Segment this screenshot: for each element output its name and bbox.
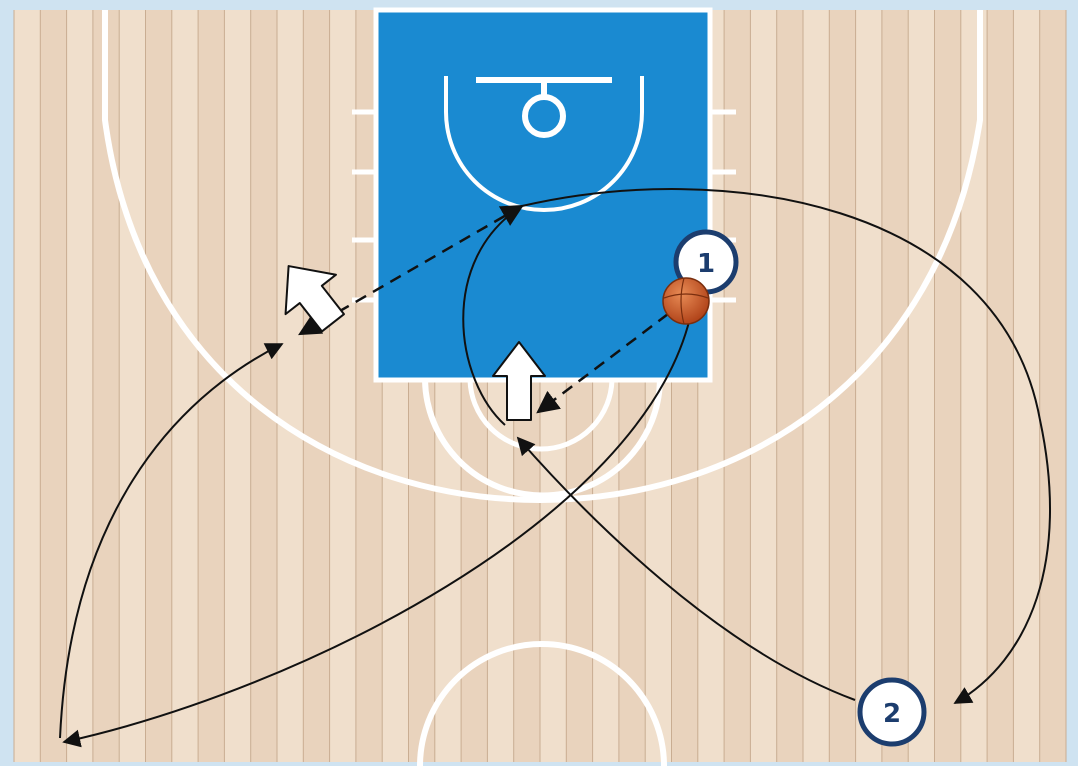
movement-paths bbox=[59, 188, 1051, 748]
floor-board bbox=[171, 10, 199, 762]
three-point-line bbox=[102, 10, 983, 504]
screen-arrow-icon bbox=[284, 265, 345, 333]
floor-board bbox=[1013, 10, 1040, 762]
floor-board bbox=[881, 10, 909, 762]
pass-paths bbox=[298, 204, 669, 414]
floor-board bbox=[960, 10, 988, 762]
pass-to-wing bbox=[298, 204, 524, 336]
floor-board bbox=[803, 10, 830, 762]
floor-board bbox=[934, 10, 961, 762]
floor-boards bbox=[13, 10, 1067, 762]
floor-board bbox=[750, 10, 777, 762]
paint-area bbox=[373, 7, 713, 383]
path-corner-to-wing bbox=[59, 343, 284, 739]
floor-board bbox=[908, 10, 935, 762]
floor-board bbox=[119, 10, 146, 762]
floor-board bbox=[855, 10, 882, 762]
path-2-to-block bbox=[516, 436, 856, 701]
floor-board bbox=[776, 10, 803, 762]
player-1-label: 1 bbox=[697, 249, 715, 279]
free-throw-circle bbox=[422, 377, 663, 499]
court-lines bbox=[102, 10, 983, 766]
restricted-arc bbox=[444, 76, 644, 212]
key-inner-arc bbox=[467, 377, 615, 452]
floor-board bbox=[329, 10, 356, 762]
rim bbox=[522, 94, 566, 138]
floor-board bbox=[198, 10, 225, 762]
floor-board bbox=[40, 10, 67, 762]
player-1: 1 bbox=[673, 229, 739, 295]
center-circle bbox=[417, 641, 667, 766]
floor-board bbox=[145, 10, 172, 762]
floor-board bbox=[1039, 10, 1066, 762]
path-rim-to-right-corner bbox=[521, 188, 1051, 704]
floor-board bbox=[303, 10, 330, 762]
pass-to-high-post bbox=[536, 313, 669, 414]
basket bbox=[444, 76, 644, 212]
player-2-label: 2 bbox=[883, 699, 901, 729]
player-2-marker bbox=[857, 677, 927, 747]
floor-board bbox=[724, 10, 751, 762]
player-2: 2 bbox=[857, 677, 927, 747]
floor-board bbox=[250, 10, 277, 762]
path-1-to-corner bbox=[62, 317, 691, 748]
floor-board bbox=[14, 10, 41, 762]
floor-board bbox=[66, 10, 93, 762]
screen-arrow-icon bbox=[492, 341, 546, 421]
floor-board bbox=[277, 10, 304, 762]
floor-board bbox=[987, 10, 1014, 762]
basketball-icon bbox=[662, 277, 710, 325]
